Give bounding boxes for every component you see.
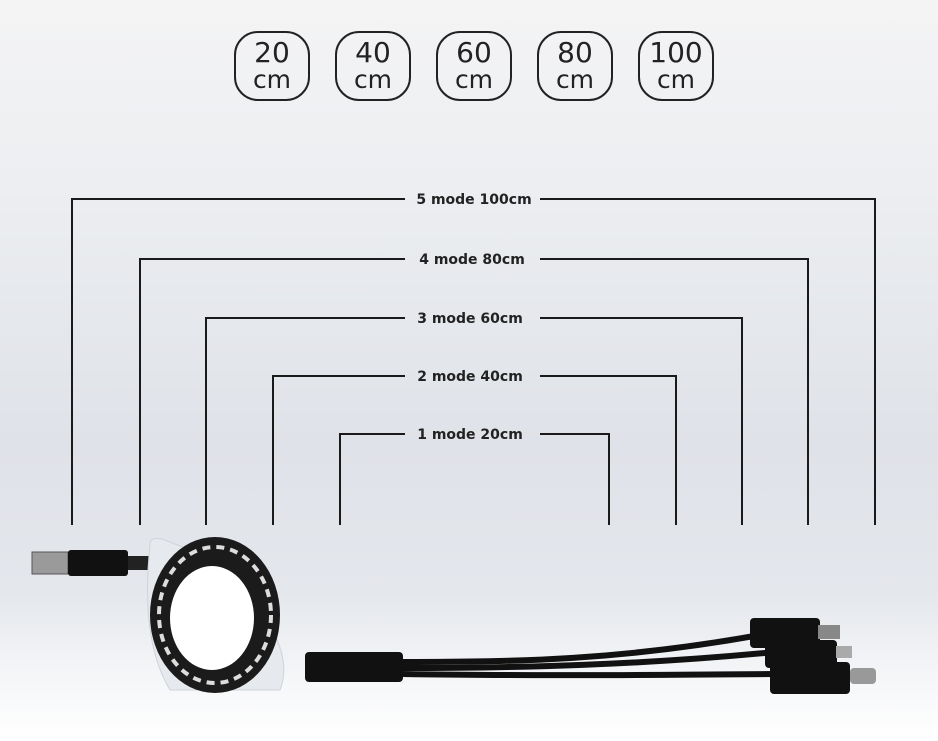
lightning-plug [765, 640, 837, 668]
mode-label-5: 5 mode 100cm [416, 192, 531, 208]
usb-a-plug [31, 551, 69, 575]
mode-label-4: 4 mode 80cm [419, 252, 525, 268]
mode-label-3: 3 mode 60cm [417, 311, 523, 327]
badge-number: 80 [557, 36, 593, 69]
badge-number: 60 [456, 36, 492, 69]
bracket-mode-1 [339, 433, 610, 525]
bracket-mode-2 [272, 375, 677, 525]
badge-unit: cm [555, 65, 595, 94]
badge-number: 20 [254, 36, 290, 69]
badge-number: 40 [355, 36, 391, 69]
bracket-mode-3 [205, 317, 743, 525]
badge-unit: cm [252, 65, 292, 94]
mode-label-1: 1 mode 20cm [417, 427, 523, 443]
mode-label-2: 2 mode 40cm [417, 369, 523, 385]
bracket-mode-5 [71, 198, 876, 525]
usb-c-plug [770, 662, 850, 694]
badge-unit: cm [454, 65, 494, 94]
bracket-mode-4 [139, 258, 809, 525]
reel-center [170, 566, 254, 670]
badge-unit: cm [353, 65, 393, 94]
badge-number: 100 [649, 36, 703, 69]
retractable-cable-image [31, 537, 876, 694]
badge-unit: cm [656, 65, 696, 94]
